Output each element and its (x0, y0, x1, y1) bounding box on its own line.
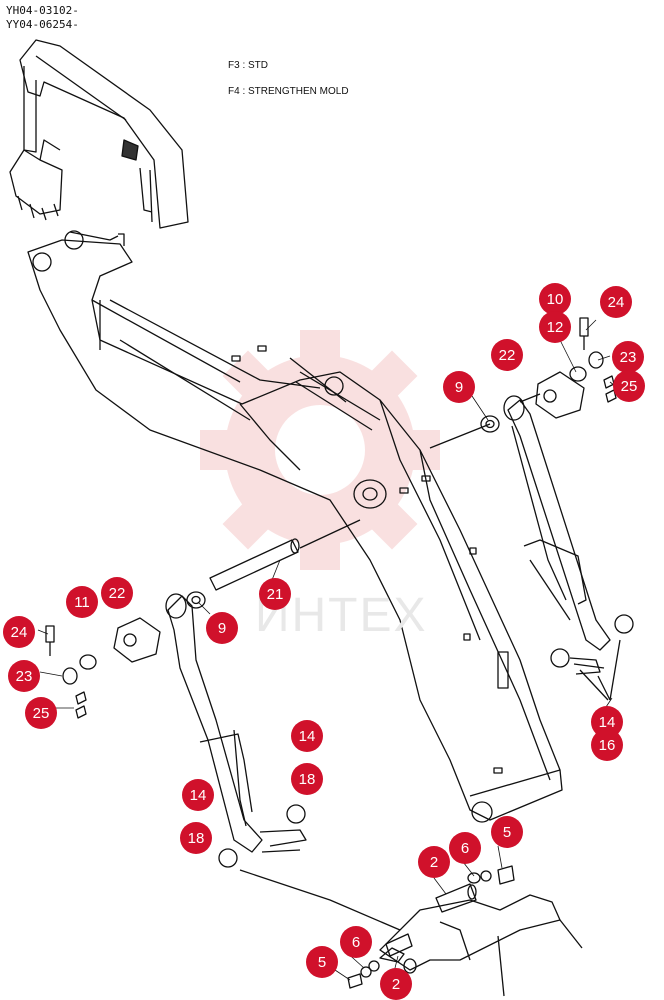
callout-12: 12 (539, 311, 571, 343)
watermark-gear-icon (200, 330, 440, 570)
callout-11: 11 (66, 586, 98, 618)
callout-18: 18 (180, 822, 212, 854)
pin-boss-right (429, 317, 617, 449)
callout-22: 22 (491, 339, 523, 371)
callout-22: 22 (101, 577, 133, 609)
model-serial-1: YH04-03102- (6, 4, 79, 17)
callout-5: 5 (491, 816, 523, 848)
callout-2: 2 (380, 968, 412, 1000)
callout-10: 10 (539, 283, 571, 315)
callout-18: 18 (291, 763, 323, 795)
excavator-thumbnail (9, 39, 189, 229)
callout-24: 24 (600, 286, 632, 318)
callout-6: 6 (449, 832, 481, 864)
callout-24: 24 (3, 616, 35, 648)
cylinder-left (165, 593, 401, 931)
note-f3: F3 : STD (228, 60, 269, 71)
bucket-link (347, 865, 583, 997)
callout-23: 23 (612, 341, 644, 373)
callout-14: 14 (182, 779, 214, 811)
callout-23: 23 (8, 660, 40, 692)
model-serial-2: YY04-06254- (6, 18, 79, 31)
pin-boss-left (45, 591, 206, 719)
callout-5: 5 (306, 946, 338, 978)
arm-structure (27, 230, 563, 823)
callout-21: 21 (259, 578, 291, 610)
pin-21 (209, 519, 361, 591)
callout-25: 25 (25, 697, 57, 729)
note-f4: F4 : STRENGTHEN MOLD (228, 86, 349, 97)
callout-2: 2 (418, 846, 450, 878)
cylinder-right (503, 395, 634, 701)
callout-6: 6 (340, 926, 372, 958)
callout-14: 14 (291, 720, 323, 752)
callout-9: 9 (443, 371, 475, 403)
callout-16: 16 (591, 729, 623, 761)
callout-9: 9 (206, 612, 238, 644)
callout-25: 25 (613, 370, 645, 402)
